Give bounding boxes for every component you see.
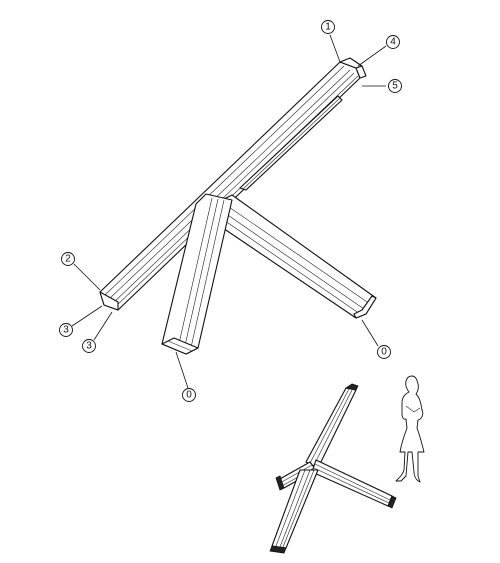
callout-leaders — [71, 34, 387, 389]
callout-5: 5 — [388, 79, 402, 93]
callout-2: 2 — [61, 252, 75, 266]
callout-3a: 3 — [59, 323, 73, 337]
callout-3b-label: 3 — [86, 341, 92, 352]
callout-3a-label: 3 — [63, 325, 69, 336]
callout-0a: 0 — [182, 388, 196, 402]
right-leg-beam — [213, 194, 377, 319]
callout-4: 4 — [386, 35, 400, 49]
callout-0b-label: 0 — [381, 347, 387, 358]
human-scale-figure — [395, 375, 425, 483]
callout-2-label: 2 — [65, 254, 71, 265]
callout-1: 1 — [321, 20, 335, 34]
front-leg-beam — [161, 193, 233, 355]
callout-0a-label: 0 — [186, 390, 192, 401]
callout-1-label: 1 — [325, 22, 331, 33]
callout-0b: 0 — [377, 345, 391, 359]
assembled-view — [269, 383, 397, 554]
callout-4-label: 4 — [390, 37, 396, 48]
callout-3b: 3 — [82, 339, 96, 353]
main-beam — [99, 57, 367, 311]
callout-5-label: 5 — [392, 81, 398, 92]
